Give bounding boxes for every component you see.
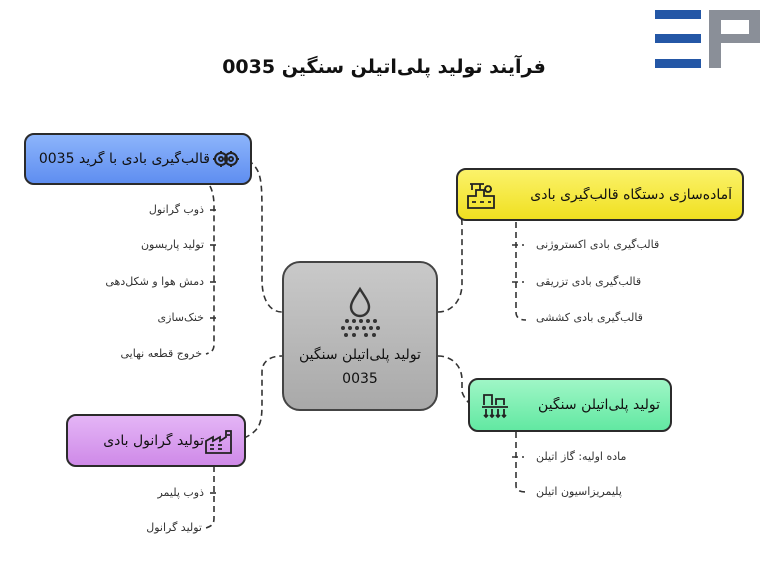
leaf-blow-shape: دمش هوا و شکل‌دهی: [105, 275, 204, 288]
leaf-cooling: خنک‌سازی: [157, 311, 204, 324]
branch-hdpe-production[interactable]: تولید پلی‌اتیلن سنگین: [468, 378, 672, 432]
branch-blow-molding-label: قالب‌گیری بادی با گرید 0035: [38, 151, 210, 167]
machine-icon: [466, 180, 496, 210]
gears-icon: [210, 144, 240, 174]
central-topic-label: تولید پلی‌اتیلن سنگین 0035: [299, 347, 421, 387]
branch-machine-prep-label: آماده‌سازی دستگاه قالب‌گیری بادی: [530, 186, 732, 203]
leaf-final-part: خروج قطعه نهایی: [120, 347, 202, 360]
branch-blow-molding[interactable]: قالب‌گیری بادی با گرید 0035: [24, 133, 252, 185]
company-logo: [655, 10, 760, 68]
branch-hdpe-production-label: تولید پلی‌اتیلن سنگین: [538, 397, 660, 413]
leaf-injection-blow: قالب‌گیری بادی تزریقی: [536, 275, 642, 288]
branch-granule-production[interactable]: تولید گرانول بادی: [66, 414, 246, 467]
factory-icon: [204, 426, 234, 456]
leaf-ethylene-polymerization: پلیمریزاسیون اتیلن: [536, 485, 622, 498]
leaf-granule-output: تولید گرانول: [146, 521, 202, 534]
sprinkle-drop-icon: [341, 286, 380, 337]
leaf-melt-granule: ذوب گرانول: [148, 203, 204, 216]
diagram-title: فرآیند تولید پلی‌اتیلن سنگین 0035: [222, 56, 546, 78]
leaf-extrusion-blow: قالب‌گیری بادی اکستروژنی: [536, 238, 660, 251]
branch-granule-label: تولید گرانول بادی: [103, 432, 204, 449]
branch-machine-prep[interactable]: آماده‌سازی دستگاه قالب‌گیری بادی: [456, 168, 744, 221]
leaf-stretch-blow: قالب‌گیری بادی کششی: [536, 311, 643, 324]
leaf-ethylene-feed: ماده اولیه: گاز اتیلن: [536, 450, 627, 463]
central-topic-node[interactable]: تولید پلی‌اتیلن سنگین 0035: [282, 261, 438, 411]
production-line-icon: [480, 390, 510, 420]
leaf-melt-polymer: ذوب پلیمر: [157, 486, 204, 499]
leaf-parison: تولید پاریسون: [140, 238, 204, 251]
